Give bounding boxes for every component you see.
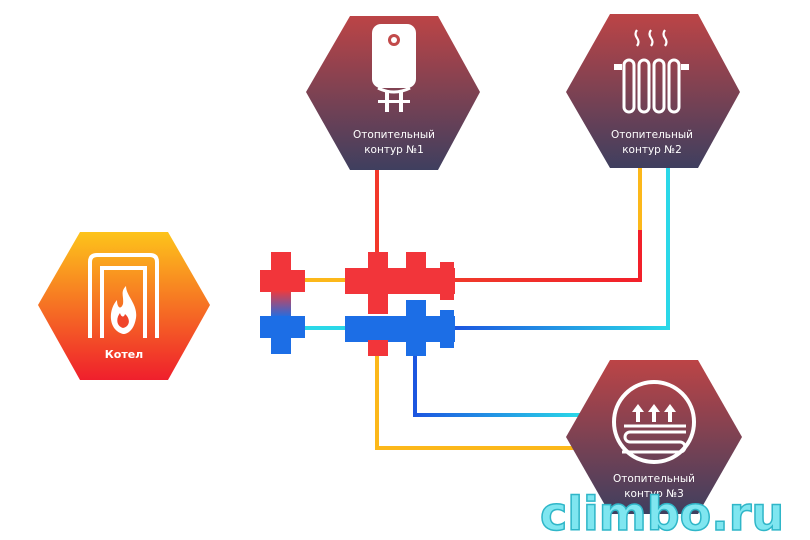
supply-collector-cap [440, 262, 454, 300]
manifold [260, 252, 455, 356]
circuit3-label-line1: Отопительный [613, 473, 695, 485]
return-collector-inlet2 [406, 340, 426, 356]
separator-bottom-stub [271, 316, 291, 354]
return-collector [345, 316, 455, 342]
separator-top-stub [271, 252, 291, 292]
pipe-circuit3-return [413, 355, 580, 417]
pipe-circuit2-return [455, 168, 670, 330]
circuit3-hexagon [566, 360, 742, 514]
circuit2-label-line2: контур №2 [622, 144, 682, 156]
supply-collector-outlet1 [368, 252, 388, 272]
watermark-logo: climbo.ru [540, 487, 784, 540]
radiator-icon [614, 29, 689, 114]
pipe-circuit3-supply [375, 355, 580, 450]
supply-collector-outlet2 [406, 252, 426, 272]
separator-bridge [271, 290, 291, 318]
circuit1-label-line1: Отопительный [353, 129, 435, 141]
boiler-fire-icon [88, 253, 159, 338]
pipe-circuit2-supply [455, 168, 642, 282]
supply-collector [345, 268, 455, 294]
circuit2-label-line1: Отопительный [611, 129, 693, 141]
return-collector-cap [440, 310, 454, 348]
circuit3-label-line2: контур №3 [624, 488, 684, 500]
circuit2-node: Отопительный контур №2 [566, 14, 740, 168]
pipes [200, 168, 670, 450]
water-heater-icon [372, 24, 416, 112]
return-collector-inlet1 [406, 300, 426, 320]
circuit1-node: Отопительный контур №1 [306, 16, 480, 170]
supply-collector-outlet4 [368, 340, 388, 356]
boiler-label: Котел [105, 348, 143, 361]
circuit3-node: Отопительный контур №3 [566, 360, 742, 514]
boiler-node: Котел [38, 232, 210, 380]
underfloor-heating-icon [612, 380, 696, 464]
circuit1-label-line2: контур №1 [364, 144, 424, 156]
supply-collector-outlet3 [368, 294, 388, 314]
